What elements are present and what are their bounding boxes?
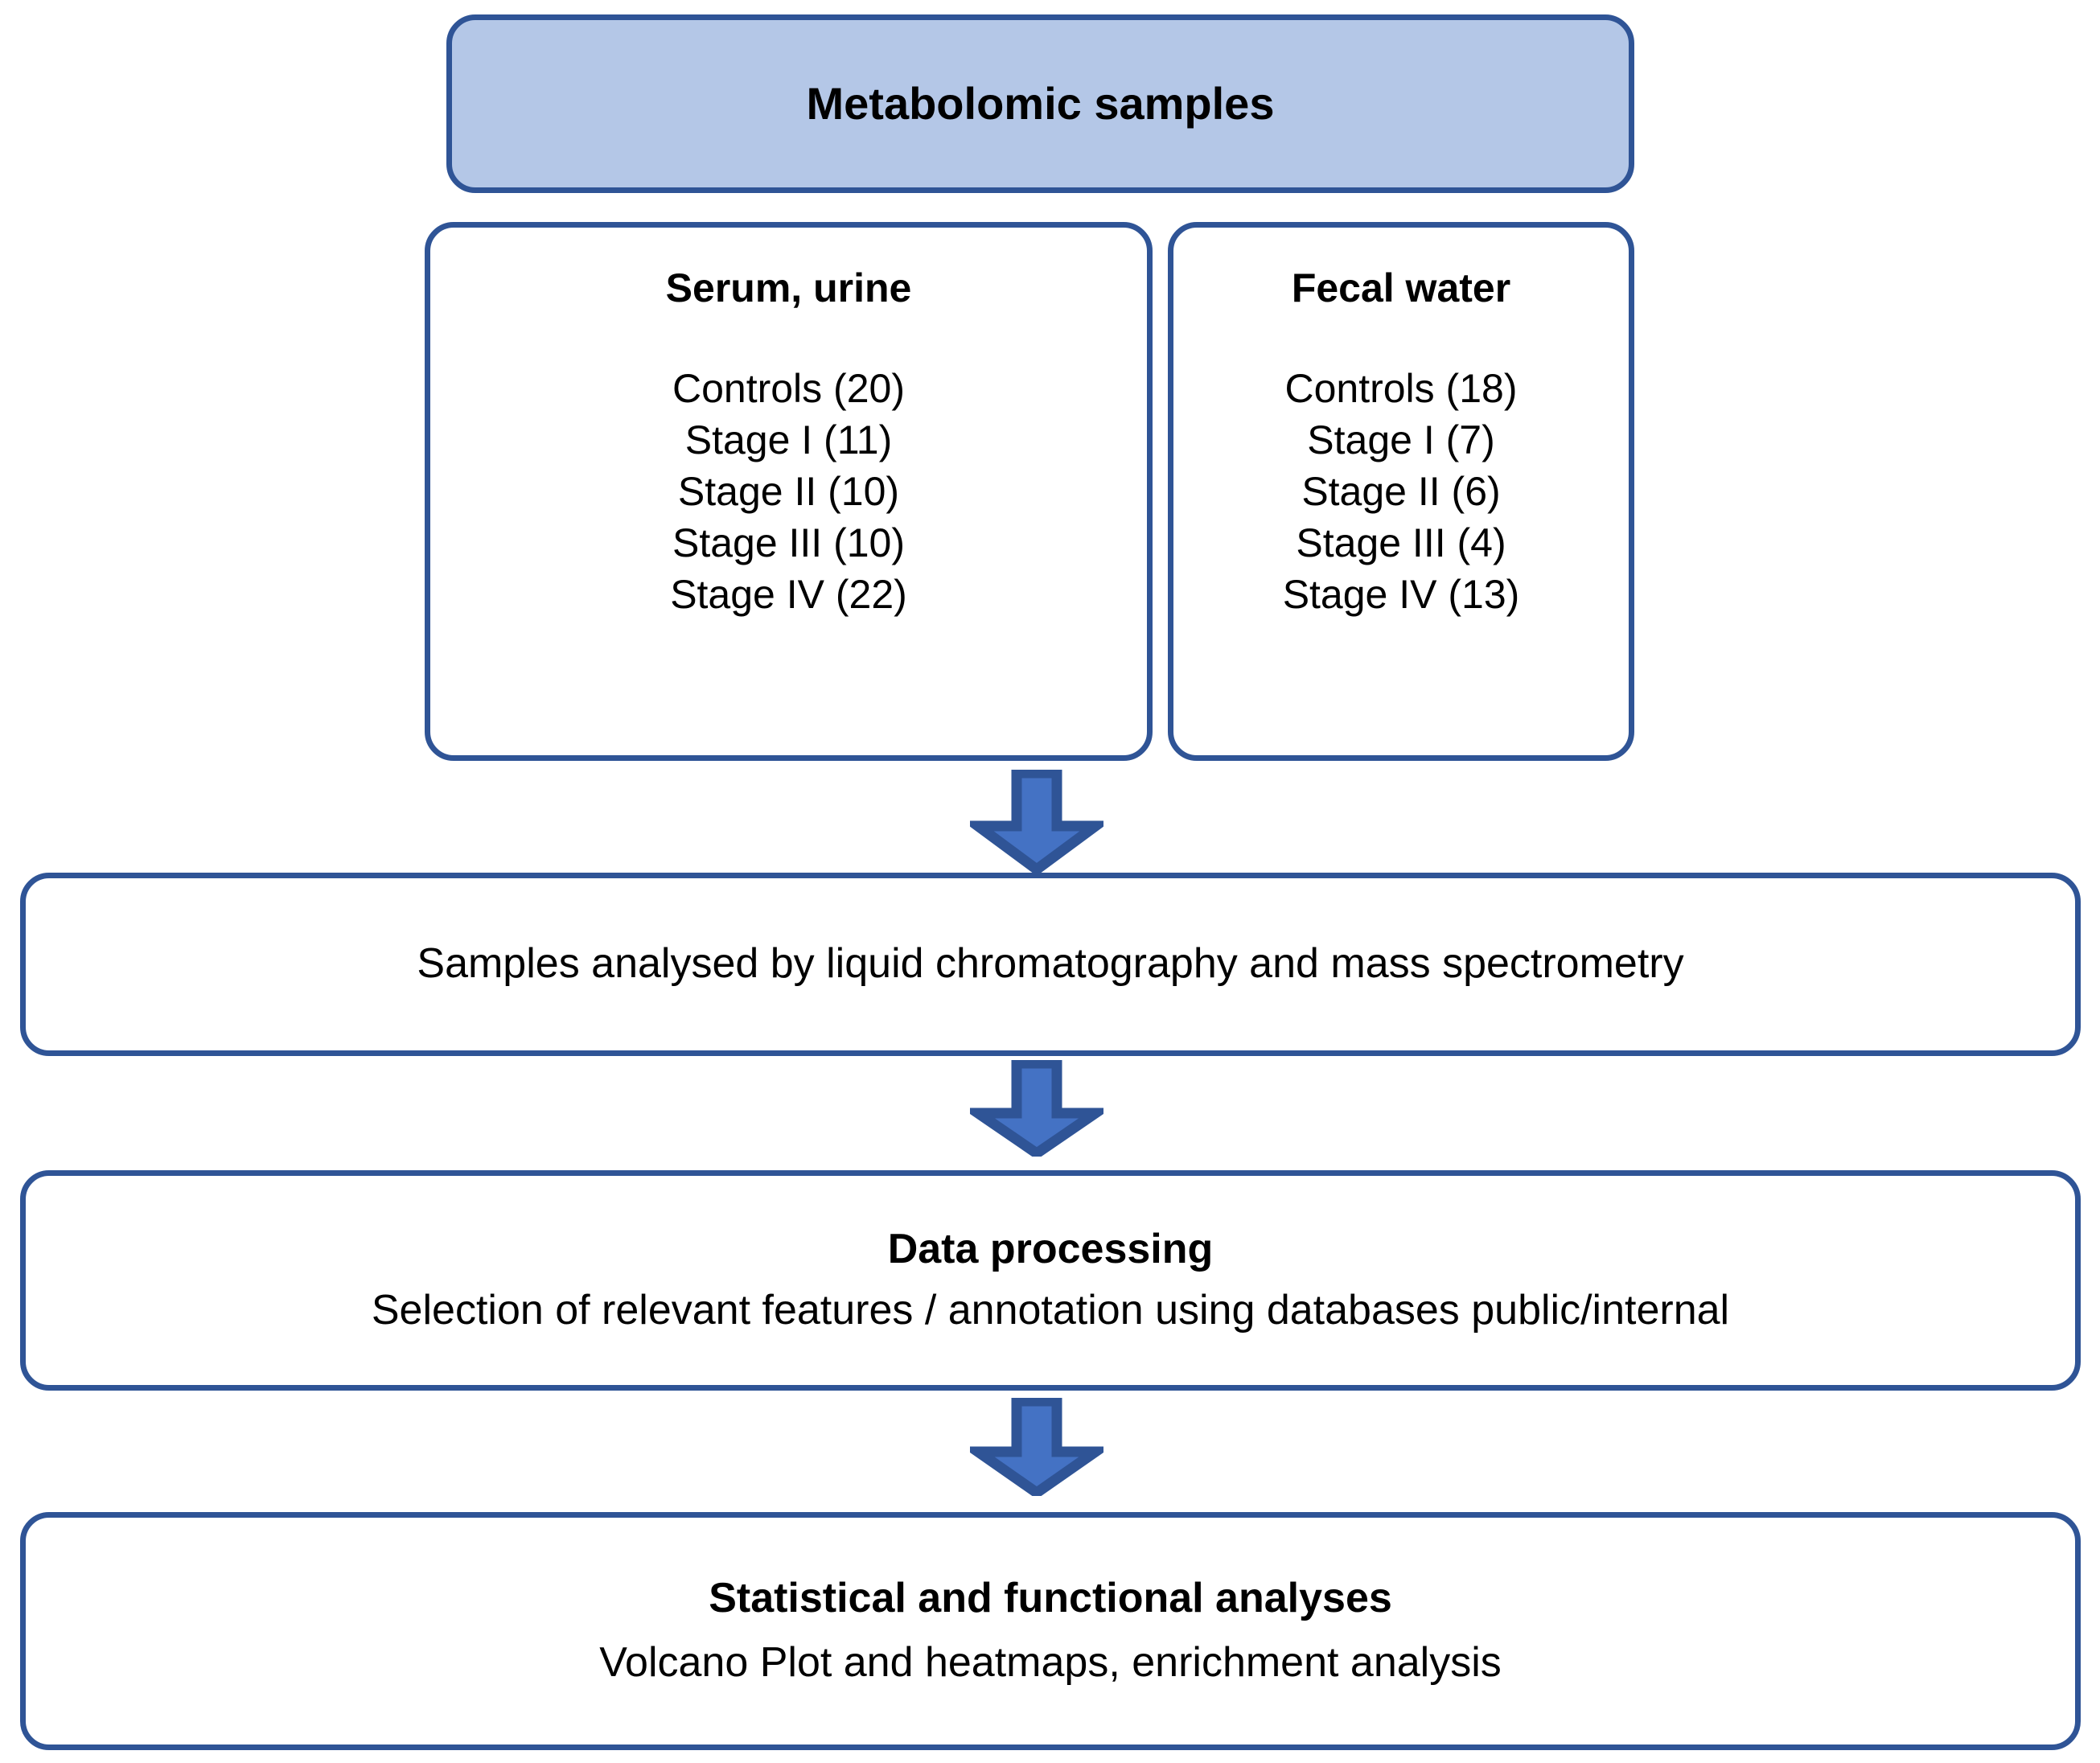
serum-urine-list: Controls (20) Stage I (11) Stage II (10)…: [670, 363, 907, 620]
list-item: Stage I (7): [1307, 417, 1495, 462]
statistics-step-title: Statistical and functional analyses: [709, 1575, 1392, 1622]
processing-step-box: Data processing Selection of relevant fe…: [20, 1170, 2081, 1391]
processing-step-subtitle: Selection of relevant features / annotat…: [371, 1287, 1730, 1334]
fecal-water-title: Fecal water: [1291, 265, 1511, 310]
fecal-water-box: Fecal water Controls (18) Stage I (7) St…: [1168, 222, 1634, 761]
processing-step-title: Data processing: [887, 1226, 1214, 1273]
metabolomic-samples-box: Metabolomic samples: [446, 14, 1634, 193]
list-item: Controls (20): [672, 366, 905, 411]
list-item: Stage IV (13): [1282, 572, 1520, 617]
arrow-down-icon-processing-to-statistics: [970, 1398, 1103, 1496]
arrow-down-icon: [970, 770, 1103, 873]
arrow-down-icon-samples-to-analysis: [970, 770, 1103, 873]
analysis-step-box: Samples analysed by liquid chromatograph…: [20, 873, 2081, 1056]
statistics-step-subtitle: Volcano Plot and heatmaps, enrichment an…: [599, 1639, 1502, 1686]
statistics-step-box: Statistical and functional analyses Volc…: [20, 1512, 2081, 1750]
list-item: Stage III (10): [672, 520, 906, 565]
arrow-down-icon: [970, 1060, 1103, 1157]
serum-urine-box: Serum, urine Controls (20) Stage I (11) …: [425, 222, 1153, 761]
serum-urine-title: Serum, urine: [665, 265, 912, 310]
list-item: Stage II (6): [1301, 469, 1501, 514]
arrow-down-icon: [970, 1398, 1103, 1496]
arrow-down-icon-analysis-to-processing: [970, 1060, 1103, 1157]
fecal-water-list: Controls (18) Stage I (7) Stage II (6) S…: [1283, 363, 1520, 620]
list-item: Stage III (4): [1296, 520, 1506, 565]
list-item: Stage IV (22): [670, 572, 907, 617]
metabolomic-samples-title: Metabolomic samples: [806, 77, 1275, 129]
analysis-step-subtitle: Samples analysed by liquid chromatograph…: [417, 940, 1684, 988]
list-item: Controls (18): [1284, 366, 1518, 411]
list-item: Stage I (11): [684, 417, 893, 462]
list-item: Stage II (10): [677, 469, 900, 514]
